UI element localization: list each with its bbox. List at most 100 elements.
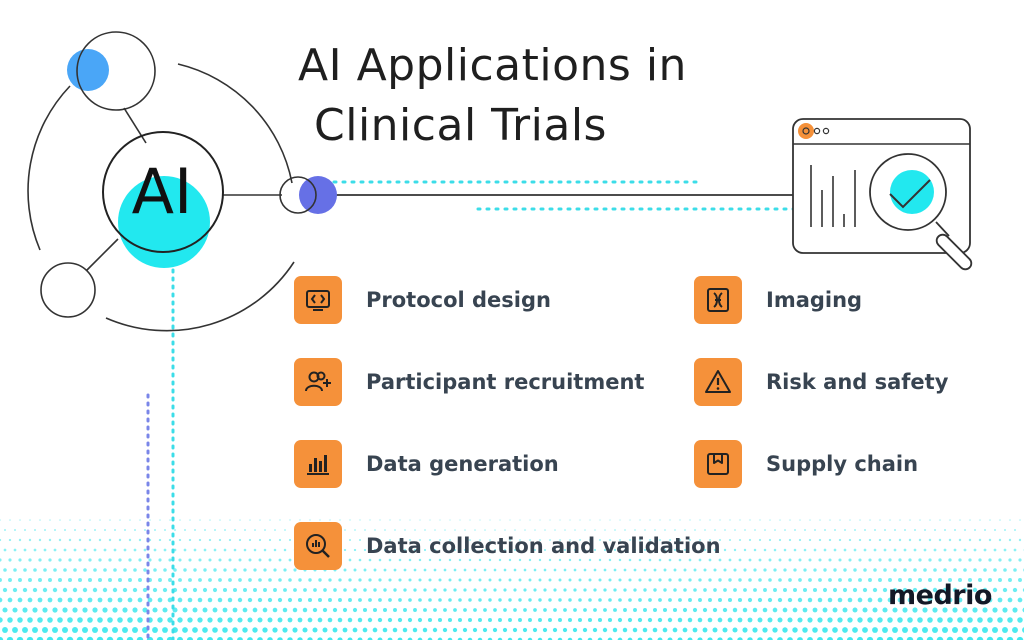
- halftone-dot: [728, 578, 732, 582]
- halftone-dot: [127, 617, 133, 623]
- halftone-dot: [979, 519, 981, 521]
- halftone-dot: [758, 558, 762, 562]
- halftone-dot: [788, 558, 792, 562]
- halftone-dot: [963, 548, 967, 552]
- halftone-dot: [448, 558, 452, 562]
- halftone-dot: [962, 607, 968, 613]
- halftone-dot: [419, 539, 421, 541]
- item-protocol-design: Protocol design: [294, 275, 551, 325]
- halftone-dot: [997, 617, 1003, 623]
- item-label: Data collection and validation: [366, 534, 721, 558]
- halftone-dot: [388, 558, 392, 562]
- halftone-dot: [748, 578, 752, 582]
- halftone-dot: [206, 636, 214, 640]
- halftone-dot: [327, 637, 333, 640]
- halftone-dot: [858, 538, 862, 542]
- halftone-dot: [132, 587, 138, 593]
- halftone-dot: [258, 578, 262, 582]
- halftone-dot: [1012, 607, 1018, 613]
- halftone-dot: [3, 548, 7, 552]
- halftone-dot: [439, 539, 441, 541]
- halftone-dot: [673, 548, 677, 552]
- halftone-dot: [748, 558, 752, 562]
- halftone-dot: [698, 578, 702, 582]
- halftone-dot: [622, 627, 628, 633]
- halftone-dot: [639, 519, 641, 521]
- halftone-dot: [277, 637, 283, 640]
- halftone-dot: [872, 627, 878, 633]
- halftone-dot: [826, 636, 834, 640]
- halftone-dot: [287, 637, 293, 640]
- halftone-dot: [367, 617, 373, 623]
- halftone-dot: [69, 519, 71, 521]
- halftone-dot: [97, 617, 103, 623]
- halftone-dot: [823, 548, 827, 552]
- halftone-dot: [822, 587, 828, 593]
- halftone-dot: [518, 618, 522, 622]
- halftone-dot: [487, 637, 493, 640]
- halftone-dot: [774, 529, 776, 531]
- halftone-dot: [28, 558, 32, 562]
- halftone-dot: [904, 529, 906, 531]
- halftone-dot: [803, 548, 807, 552]
- halftone-dot: [748, 538, 752, 542]
- halftone-dot: [603, 608, 607, 612]
- halftone-dot: [242, 607, 248, 613]
- halftone-dot: [947, 597, 953, 603]
- halftone-dot: [1006, 636, 1014, 640]
- halftone-dot: [838, 558, 842, 562]
- halftone-dot: [423, 608, 427, 612]
- halftone-dot: [593, 608, 597, 612]
- halftone-dot: [717, 597, 723, 603]
- halftone-dot: [687, 617, 693, 623]
- halftone-dot: [984, 529, 986, 531]
- halftone-dot: [318, 578, 322, 582]
- halftone-dot: [712, 607, 718, 613]
- halftone-dot: [283, 568, 287, 572]
- halftone-dot: [423, 568, 427, 572]
- halftone-dot: [39, 519, 41, 521]
- halftone-dot: [614, 529, 616, 531]
- halftone-dot: [232, 627, 238, 633]
- halftone-dot: [153, 568, 157, 572]
- halftone-dot: [798, 558, 802, 562]
- halftone-dot: [164, 529, 166, 531]
- halftone-dot: [507, 637, 513, 640]
- halftone-dot: [808, 578, 812, 582]
- halftone-dot: [96, 636, 104, 640]
- halftone-dot: [267, 617, 273, 623]
- halftone-dot: [0, 578, 2, 582]
- halftone-dot: [862, 627, 868, 633]
- halftone-dot: [693, 588, 697, 592]
- halftone-dot: [297, 597, 303, 603]
- halftone-dot: [914, 529, 916, 531]
- halftone-dot: [718, 578, 722, 582]
- halftone-dot: [449, 539, 451, 541]
- halftone-dot: [504, 529, 506, 531]
- halftone-dot: [559, 539, 561, 541]
- halftone-dot: [458, 558, 462, 562]
- halftone-dot: [234, 529, 236, 531]
- halftone-dot: [64, 529, 66, 531]
- halftone-dot: [789, 519, 791, 521]
- halftone-dot: [1007, 617, 1013, 623]
- halftone-dot: [183, 548, 187, 552]
- halftone-dot: [639, 539, 641, 541]
- halftone-dot: [118, 538, 122, 542]
- halftone-dot: [393, 548, 397, 552]
- halftone-dot: [113, 568, 117, 572]
- halftone-dot: [603, 568, 607, 572]
- halftone-dot: [937, 597, 943, 603]
- halftone-dot: [523, 548, 527, 552]
- halftone-dot: [128, 538, 132, 542]
- halftone-dot: [719, 519, 721, 521]
- halftone-dot: [844, 529, 846, 531]
- halftone-dot: [847, 597, 853, 603]
- halftone-dot: [673, 588, 677, 592]
- halftone-dot: [718, 558, 722, 562]
- halftone-dot: [52, 587, 58, 593]
- halftone-dot: [492, 627, 498, 633]
- halftone-dot: [427, 617, 433, 623]
- halftone-dot: [473, 608, 477, 612]
- halftone-dot: [123, 548, 127, 552]
